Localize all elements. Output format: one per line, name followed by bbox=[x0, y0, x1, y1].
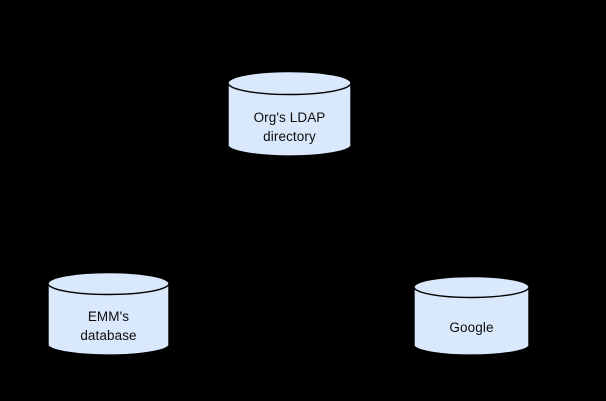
database-cylinder-icon bbox=[413, 275, 530, 356]
node-google[interactable]: Google bbox=[413, 275, 530, 357]
database-cylinder-icon bbox=[227, 70, 352, 157]
database-cylinder-icon bbox=[47, 271, 170, 356]
node-emm-database[interactable]: EMM's database bbox=[47, 271, 170, 357]
node-ldap-directory[interactable]: Org's LDAP directory bbox=[227, 70, 352, 158]
